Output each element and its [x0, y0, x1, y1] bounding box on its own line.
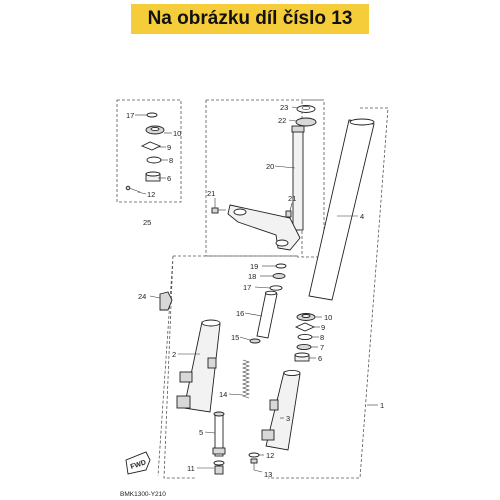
label-19: 19 [250, 262, 258, 271]
label-2: 2 [172, 350, 176, 359]
damper-rod-5 [212, 411, 226, 457]
collar-16 [256, 290, 278, 339]
label-3: 3 [286, 414, 290, 423]
label-8-fork: 8 [320, 333, 324, 342]
spring-14 [242, 359, 250, 399]
leader-lines [135, 106, 378, 473]
seal-10-fork [296, 313, 316, 321]
outer-tube-2 [176, 319, 221, 413]
label-8-inset: 8 [169, 156, 173, 165]
label-25: 25 [143, 218, 151, 227]
fork-group-outline [157, 255, 299, 479]
label-11: 11 [187, 464, 195, 473]
banner-text: Na obrázku díl číslo 13 [147, 8, 353, 29]
label-18: 18 [248, 272, 256, 281]
nut-23 [296, 105, 316, 113]
outer-tube-3 [261, 369, 301, 451]
label-9-inset: 9 [167, 143, 171, 152]
label-9-fork: 9 [321, 323, 325, 332]
cap-24 [159, 291, 173, 311]
label-13: 13 [264, 470, 272, 479]
label-7: 7 [320, 343, 324, 352]
bushing-6-fork [294, 352, 310, 362]
washer-12-bottom [248, 452, 260, 458]
bolt-13 [250, 458, 258, 470]
bolt-21-left [211, 207, 226, 214]
label-20: 20 [266, 162, 274, 171]
seal-10 [145, 125, 165, 135]
washer-8 [146, 156, 162, 164]
washer-8-fork [297, 333, 313, 341]
label-4: 4 [360, 212, 364, 221]
label-21-left: 21 [207, 189, 215, 198]
label-6-inset: 6 [167, 174, 171, 183]
bushing-6 [145, 171, 161, 182]
washer-18 [272, 273, 286, 279]
label-6-fork: 6 [318, 354, 322, 363]
label-12-inset: 12 [147, 190, 155, 199]
label-1: 1 [380, 401, 384, 410]
o-ring-17 [146, 112, 158, 118]
label-17-inset: 17 [126, 111, 134, 120]
label-15: 15 [231, 333, 239, 342]
outer-group-outline [268, 107, 389, 479]
label-21-right: 21 [288, 194, 296, 203]
bolt-21-right [285, 210, 292, 218]
label-10-fork: 10 [324, 313, 332, 322]
label-5: 5 [199, 428, 203, 437]
clip-19 [275, 263, 287, 269]
steering-stem [291, 125, 305, 231]
label-22: 22 [278, 116, 286, 125]
inner-tube-4 [308, 118, 375, 301]
label-24: 24 [138, 292, 146, 301]
label-23: 23 [280, 103, 288, 112]
label-16: 16 [236, 309, 244, 318]
under-bracket [227, 204, 301, 251]
inset-group-box [116, 99, 182, 203]
title-banner: Na obrázku díl číslo 13 [131, 4, 369, 34]
clip-9 [140, 141, 162, 151]
label-17-fork: 17 [243, 283, 251, 292]
diagram-code: BMK1300-Y210 [120, 491, 166, 498]
bushing-15 [249, 338, 261, 344]
washer-11 [213, 460, 225, 475]
clip-9-fork [294, 322, 316, 332]
label-10-inset: 10 [173, 129, 181, 138]
label-12-bottom: 12 [266, 451, 274, 460]
screw-12-inset [125, 185, 141, 193]
bearing-22 [295, 117, 317, 127]
bushing-7 [296, 343, 312, 351]
fwd-arrow-icon [125, 451, 151, 475]
fwd-label: FWD [130, 459, 147, 471]
label-14: 14 [219, 390, 227, 399]
o-ring-17-fork [269, 285, 283, 291]
